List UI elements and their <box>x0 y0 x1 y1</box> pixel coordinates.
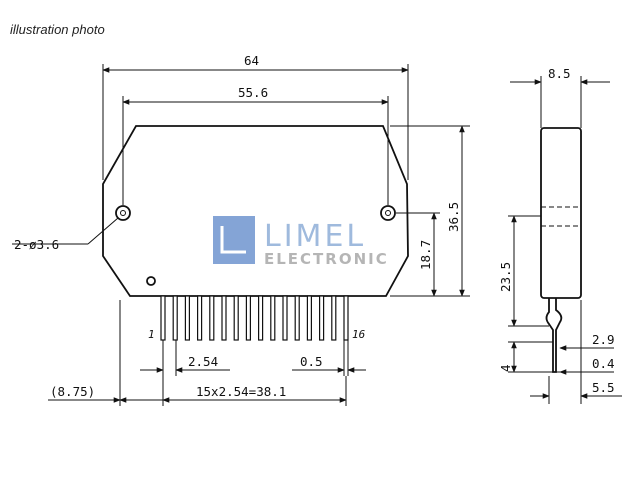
pin-row <box>160 295 349 341</box>
pin <box>245 295 251 341</box>
watermark: LIMEL ELECTRONIC <box>213 216 389 268</box>
dim-lead-spacing: 5.5 <box>592 380 615 395</box>
watermark-brand: LIMEL <box>264 219 366 254</box>
pin <box>258 295 264 341</box>
dim-hole-height: 18.7 <box>418 240 433 270</box>
dim-pin-span: 15x2.54=38.1 <box>196 384 286 399</box>
pin <box>221 295 227 341</box>
side-lead <box>545 298 563 373</box>
side-view: 8.5 23.5 4 2.9 0.4 5.5 <box>498 66 622 404</box>
pin <box>306 295 312 341</box>
caption: illustration photo <box>10 22 105 37</box>
pin <box>270 295 276 341</box>
dim-lead-length: 4 <box>498 364 513 372</box>
dim-body-to-bend: 23.5 <box>498 262 513 292</box>
dim-lead-offset: 2.9 <box>592 332 615 347</box>
pin <box>233 295 239 341</box>
pin <box>319 295 325 341</box>
mounting-hole-left-inner <box>120 210 126 216</box>
dim-hole-spacing: 55.6 <box>238 85 268 100</box>
mounting-hole-right-inner <box>385 210 391 216</box>
dim-pin-offset: (8.75) <box>50 384 95 399</box>
pin <box>160 295 166 341</box>
mounting-hole-left <box>115 205 131 221</box>
pin <box>209 295 215 341</box>
watermark-logo-mark <box>220 226 246 254</box>
dim-pin-pitch: 2.54 <box>188 354 218 369</box>
dim-hole-spec: 2-ø3.6 <box>14 237 59 252</box>
label-first-pin: 1 <box>148 328 155 341</box>
pin <box>282 295 288 341</box>
package-body <box>102 125 409 297</box>
pin <box>172 295 178 341</box>
pin <box>197 295 203 341</box>
mounting-hole-right <box>380 205 396 221</box>
watermark-logo-icon <box>213 216 255 264</box>
pin <box>343 295 349 341</box>
pin <box>184 295 190 341</box>
dim-lead-thickness: 0.4 <box>592 356 615 371</box>
pin1-marker-dot <box>146 276 156 286</box>
label-last-pin: 16 <box>352 328 366 341</box>
dim-pin-width: 0.5 <box>300 354 323 369</box>
dim-height-overall: 36.5 <box>446 202 461 232</box>
dim-width-overall: 64 <box>244 53 259 68</box>
watermark-sub: ELECTRONIC <box>264 250 389 268</box>
pin <box>294 295 300 341</box>
front-view: 64 55.6 36.5 18.7 2-ø3.6 1 16 2.54 0 <box>12 53 470 406</box>
dim-thickness: 8.5 <box>548 66 571 81</box>
side-body <box>540 127 582 299</box>
pin <box>331 295 337 341</box>
